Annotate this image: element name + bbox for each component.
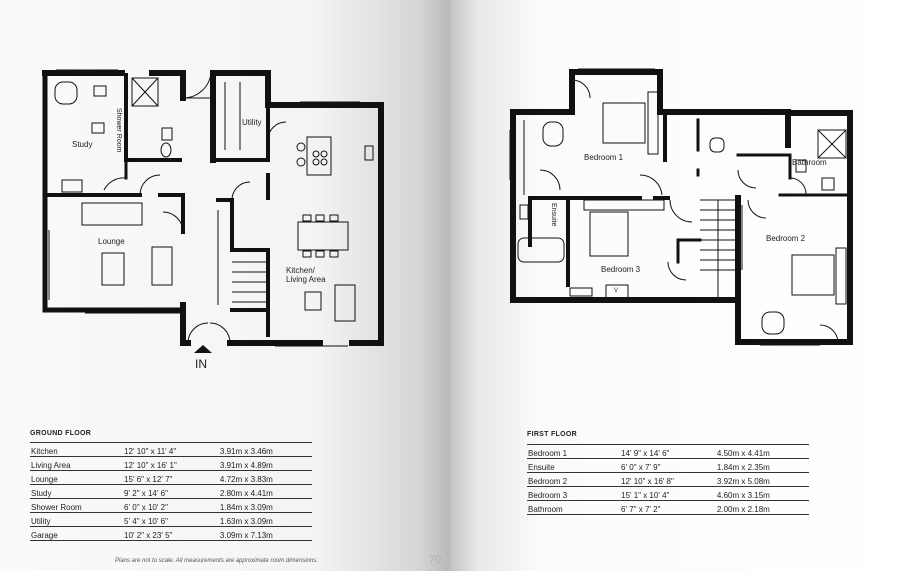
- room-metric: 3.92m x 5.08m: [715, 472, 809, 487]
- ground-floor-details: [48, 69, 374, 347]
- room-name: Bedroom 1: [527, 444, 621, 459]
- room-metric: 4.72m x 3.83m: [218, 470, 312, 485]
- first-floor-title: FIRST FLOOR: [527, 431, 577, 438]
- plan-label-kitchen-line2: Living Area: [286, 275, 326, 284]
- first-floor-details: [509, 68, 847, 346]
- plan-label-bedroom-2: Bedroom 2: [766, 234, 806, 243]
- room-imperial: 15' 6" x 12' 7": [123, 470, 219, 485]
- room-metric: 1.84m x 3.09m: [218, 498, 312, 513]
- plan-label-bathroom: Bathroom: [792, 158, 827, 167]
- room-imperial: 6' 7" x 7' 2": [620, 500, 716, 515]
- plan-label-kitchen-line1: Kitchen/: [286, 266, 315, 275]
- room-name: Bathroom: [527, 500, 621, 515]
- room-metric: 1.84m x 2.35m: [715, 458, 809, 473]
- room-imperial: 5' 4" x 10' 6": [123, 512, 219, 527]
- room-metric: 3.09m x 7.13m: [218, 526, 312, 541]
- room-imperial: 12' 10" x 16' 1": [123, 456, 219, 471]
- room-name: Shower Room: [30, 498, 124, 513]
- room-imperial: 10' 2" x 23' 5": [123, 526, 219, 541]
- first-floor-plan: [510, 69, 853, 345]
- room-name: Living Area: [30, 456, 124, 471]
- room-name: Garage: [30, 526, 124, 541]
- footnote: Plans are not to scale. All measurements…: [115, 558, 318, 564]
- room-metric: 3.91m x 3.46m: [218, 442, 312, 457]
- room-metric: 3.91m x 4.89m: [218, 456, 312, 471]
- room-metric: 4.50m x 4.41m: [715, 444, 809, 459]
- room-imperial: 6' 0" x 10' 2": [123, 498, 219, 513]
- plan-label-study: Study: [72, 140, 93, 149]
- room-metric: 2.00m x 2.18m: [715, 500, 809, 515]
- plan-label-shower-room: Shower Room: [115, 108, 122, 153]
- plan-window-mark: V: [614, 288, 619, 294]
- room-metric: 2.80m x 4.41m: [218, 484, 312, 499]
- room-metric: 1.63m x 3.09m: [218, 512, 312, 527]
- page-number: 70: [429, 554, 442, 566]
- room-name: Bedroom 3: [527, 486, 621, 501]
- room-name: Study: [30, 484, 124, 499]
- room-name: Bedroom 2: [527, 472, 621, 487]
- ground-floor-plan: [42, 70, 384, 346]
- plan-label-bedroom-3: Bedroom 3: [601, 265, 641, 274]
- room-name: Kitchen: [30, 442, 124, 457]
- room-imperial: 9' 2" x 14' 6": [123, 484, 219, 499]
- ground-floor-title: GROUND FLOOR: [30, 430, 92, 437]
- room-name: Ensuite: [527, 458, 621, 473]
- room-name: Utility: [30, 512, 124, 527]
- plan-label-lounge: Lounge: [98, 237, 125, 246]
- plan-label-utility: Utility: [242, 118, 262, 127]
- room-imperial: 14' 9" x 14' 6": [620, 444, 716, 459]
- plan-label-ensuite: Ensuite: [550, 203, 557, 227]
- entrance-arrow: [194, 345, 212, 353]
- entrance-label: IN: [195, 357, 207, 371]
- room-imperial: 12' 10" x 16' 8": [620, 472, 716, 487]
- room-imperial: 6' 0" x 7' 9": [620, 458, 716, 473]
- room-imperial: 15' 1" x 10' 4": [620, 486, 716, 501]
- room-metric: 4.60m x 3.15m: [715, 486, 809, 501]
- plan-label-bedroom-1: Bedroom 1: [584, 153, 624, 162]
- room-imperial: 12' 10" x 11' 4": [123, 442, 219, 457]
- room-name: Lounge: [30, 470, 124, 485]
